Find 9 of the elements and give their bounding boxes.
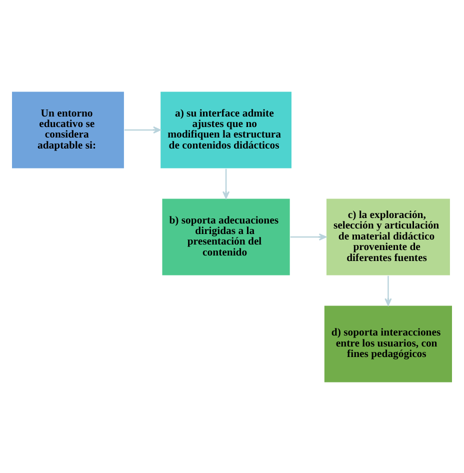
node-box: c) la exploración, selección y articulación de material didáctico proveniente de diferentes fuentes — [326, 197, 451, 276]
arrow — [222, 168, 230, 198]
node-box: d) soporta interacciones entre los usuarios, con fines pedagógicos — [324, 304, 453, 383]
arrow — [384, 275, 392, 306]
arrow — [290, 232, 326, 240]
node-box: b) soporta adecuaciones dirigidas a la presentación del contenido — [161, 197, 291, 276]
node-box: a) su interface admite ajustes que no modifiquen la estructura de contenidos didácticos — [160, 90, 292, 169]
arrow — [124, 126, 161, 134]
node-box: Un entorno educativo se considera adaptable si: — [11, 90, 125, 169]
